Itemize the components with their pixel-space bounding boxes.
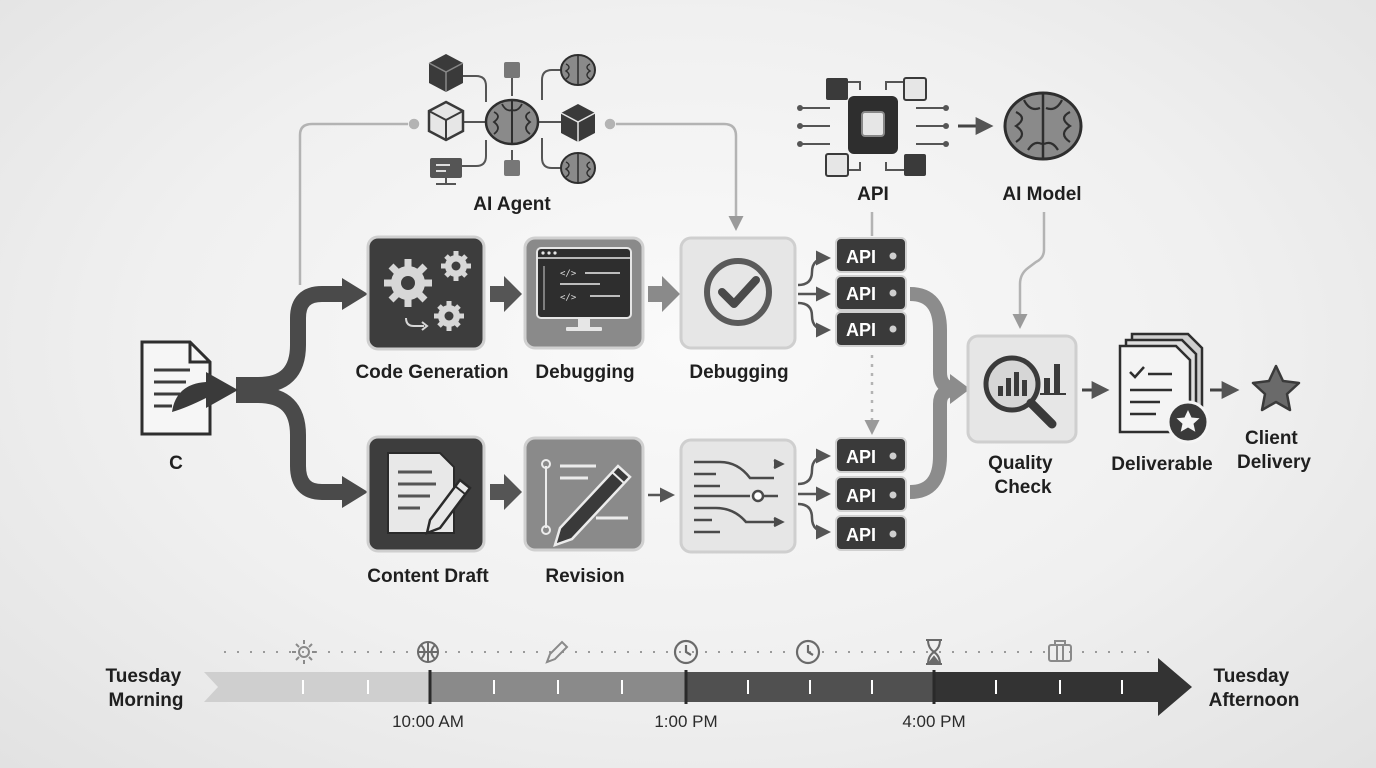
monitor-code-icon: </> </> — [536, 247, 632, 331]
content-draft-node: Content Draft — [366, 435, 489, 587]
content-draft-label: Content Draft — [367, 566, 489, 587]
api-stack-top: API API API — [835, 237, 907, 347]
fork-arrows — [236, 278, 368, 508]
branching-arrows-icon — [694, 458, 785, 534]
delivery-arrows — [958, 117, 1240, 399]
api-label: API — [857, 184, 889, 205]
deliverable-node: Deliverable — [1111, 332, 1213, 475]
document-pencil-icon — [387, 452, 472, 536]
quality-check-label: Quality Check — [988, 453, 1058, 498]
hourglass-icon — [926, 639, 942, 665]
time-mark: 10:00 AM — [392, 712, 464, 731]
api-badge: API — [846, 284, 876, 304]
ai-model-label: AI Model — [1002, 184, 1081, 205]
chip-pin-icon — [826, 78, 848, 100]
cpu-chip-icon — [848, 96, 898, 154]
timeline-start-label: Tuesday Morning — [106, 666, 187, 711]
chip-pin-icon — [903, 77, 927, 101]
pencil-edit-icon — [541, 459, 632, 547]
magnifier-chart-icon — [983, 355, 1066, 429]
api-badge: API — [846, 247, 876, 267]
brain-icon — [1003, 91, 1083, 161]
svg-text:</>: </> — [560, 293, 577, 303]
debugging-node-1: </> </> Debugging — [523, 236, 645, 383]
api-badge: API — [846, 447, 876, 467]
api-badge: API — [846, 320, 876, 340]
timeline-end-label: Tuesday Afternoon — [1209, 666, 1300, 711]
quality-check-node: Quality Check — [966, 334, 1078, 498]
client-delivery-node: Client Delivery — [1237, 364, 1311, 473]
routing-node — [679, 438, 797, 554]
time-mark: 4:00 PM — [902, 712, 965, 731]
api-node: API — [797, 77, 949, 205]
svg-text:</>: </> — [560, 269, 577, 279]
client-delivery-label: Client Delivery — [1237, 428, 1311, 473]
code-generation-label: Code Generation — [355, 362, 508, 383]
api-fanout — [797, 250, 831, 540]
cube-icon — [428, 54, 464, 92]
debugging-node-2: Debugging — [679, 236, 797, 383]
merge-arrows — [909, 287, 970, 499]
debugging-label-2: Debugging — [689, 362, 788, 383]
step-arrows — [490, 276, 680, 510]
node-square-icon — [504, 62, 520, 78]
chip-pin-icon — [904, 154, 926, 176]
pencil-icon — [545, 640, 569, 664]
api-badge: API — [846, 486, 876, 506]
ai-agent-node: AI Agent — [427, 54, 596, 215]
brain-icon — [484, 98, 540, 146]
clock-icon — [673, 639, 699, 665]
cube-icon — [560, 104, 596, 142]
brain-small-icon — [560, 152, 596, 184]
checkmark-circle-icon — [704, 258, 772, 326]
ai-agent-label: AI Agent — [473, 194, 551, 215]
timeline: Tuesday Morning Tuesday Afternoon 10:00 … — [106, 639, 1300, 731]
code-generation-node: Code Generation — [355, 235, 509, 383]
revision-label: Revision — [545, 566, 624, 587]
document-arrow-icon — [140, 340, 238, 436]
timeline-segment-morning — [204, 672, 430, 702]
node-square-icon — [504, 160, 520, 176]
briefcase-icon — [1048, 640, 1072, 662]
gears-icon — [384, 251, 471, 331]
api-stack-bottom: API API API — [835, 437, 907, 551]
document-star-icon — [1118, 332, 1210, 444]
debugging-label-1: Debugging — [535, 362, 634, 383]
timeline-arrow-head — [934, 658, 1192, 716]
star-icon — [1251, 364, 1301, 412]
cube-outline-icon — [427, 100, 465, 142]
server-icon — [430, 158, 462, 185]
deliverable-label: Deliverable — [1111, 454, 1212, 475]
clock-icon — [795, 639, 821, 665]
revision-node: Revision — [523, 436, 645, 587]
time-mark: 1:00 PM — [654, 712, 717, 731]
client-request-label: C — [169, 453, 183, 474]
sun-icon — [292, 640, 316, 664]
basketball-icon — [417, 641, 439, 663]
brain-small-icon — [560, 54, 596, 86]
ai-model-node: AI Model — [1002, 91, 1083, 205]
client-request-node: C — [140, 340, 238, 474]
api-badge: API — [846, 525, 876, 545]
agent-connectors — [298, 118, 1046, 435]
chip-pin-icon — [825, 153, 849, 177]
